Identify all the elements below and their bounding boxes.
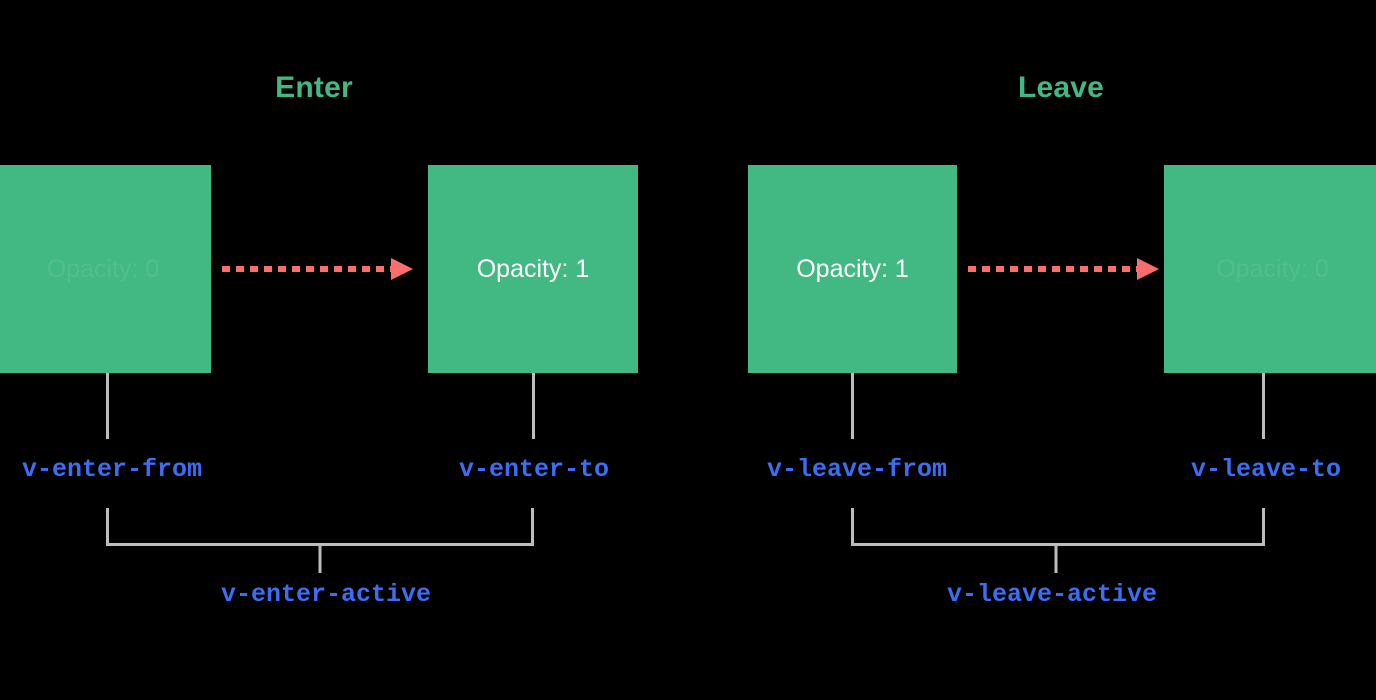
class-label-v-enter-active: v-enter-active xyxy=(220,580,432,609)
state-box-leave-from-label: Opacity: 1 xyxy=(796,254,909,283)
class-label-v-enter-from: v-enter-from xyxy=(21,455,203,484)
connector-stem-leave-to xyxy=(1262,373,1265,439)
bracket-drop-leave-active xyxy=(1054,546,1058,573)
bracket-bar xyxy=(851,543,1265,546)
connector-stem-leave-from xyxy=(851,373,854,439)
state-box-enter-from-label: Opacity: 0 xyxy=(46,254,160,283)
state-box-enter-from: Opacity: 0 xyxy=(0,165,211,373)
class-label-v-leave-active: v-leave-active xyxy=(946,580,1158,609)
bracket-leave-active xyxy=(851,508,1265,546)
bracket-tick-left xyxy=(106,508,109,546)
state-box-leave-to: Opacity: 0 xyxy=(1164,165,1376,373)
transition-arrow-leave xyxy=(967,258,1160,280)
bracket-enter-active xyxy=(106,508,534,546)
phase-title-leave: Leave xyxy=(1017,71,1105,104)
class-label-v-leave-from: v-leave-from xyxy=(766,455,948,484)
bracket-tick-left xyxy=(851,508,854,546)
class-label-v-enter-to: v-enter-to xyxy=(458,455,610,484)
connector-stem-enter-to xyxy=(532,373,535,439)
bracket-tick-right xyxy=(531,508,534,546)
state-box-leave-to-label: Opacity: 0 xyxy=(1216,254,1329,283)
bracket-bar xyxy=(106,543,534,546)
phase-title-enter: Enter xyxy=(275,71,353,104)
class-label-v-leave-to: v-leave-to xyxy=(1190,455,1342,484)
bracket-tick-right xyxy=(1262,508,1265,546)
transition-arrow-enter xyxy=(221,258,414,280)
state-box-leave-from: Opacity: 1 xyxy=(748,165,957,373)
state-box-enter-to-label: Opacity: 1 xyxy=(476,254,590,283)
connector-stem-enter-from xyxy=(106,373,109,439)
bracket-drop-enter-active xyxy=(318,546,322,573)
state-box-enter-to: Opacity: 1 xyxy=(428,165,638,373)
